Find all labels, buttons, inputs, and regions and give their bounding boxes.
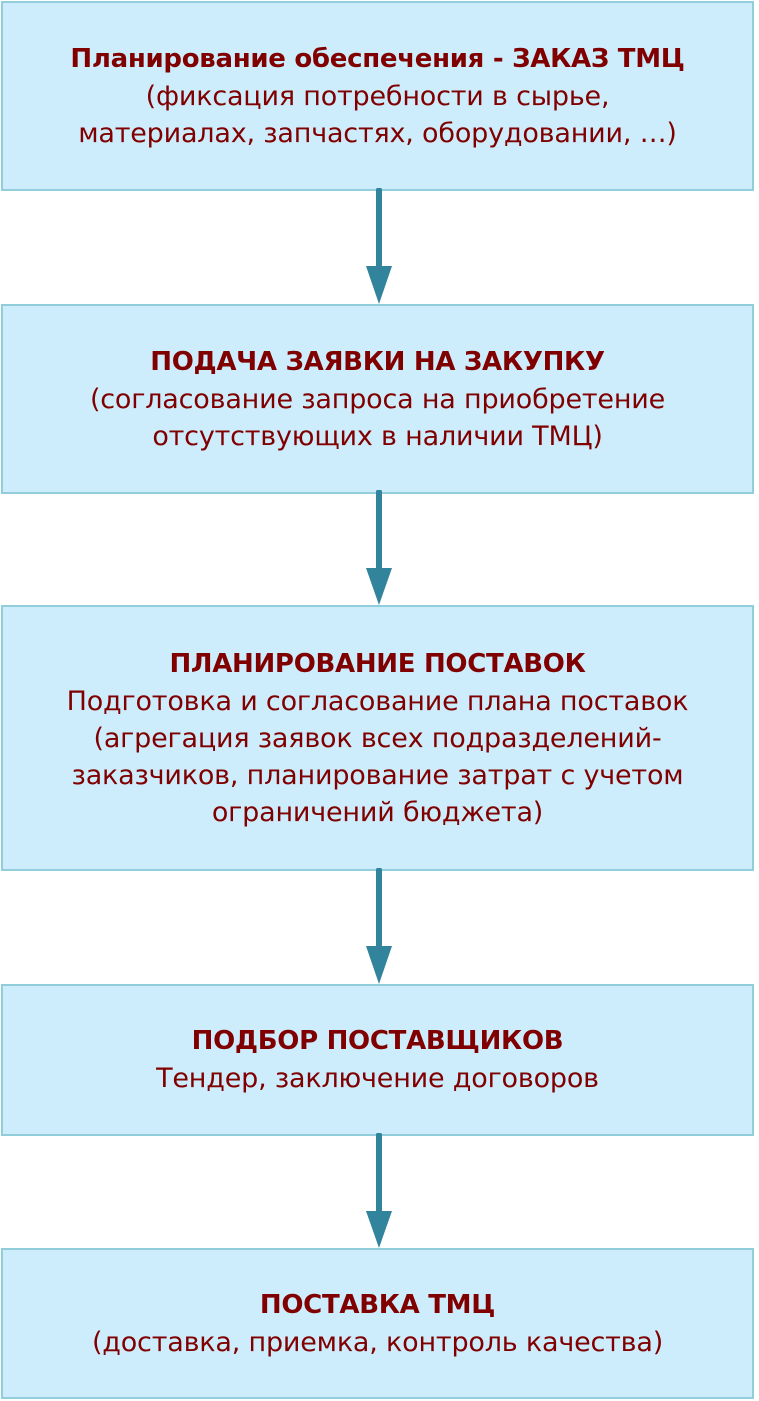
arrow-down-icon: [366, 188, 392, 304]
step-text: заказчиков, планирование затрат с учетом: [71, 759, 684, 791]
step-box-5: ПОСТАВКА ТМЦ (доставка, приемка, контрол…: [1, 1248, 754, 1399]
step-title: Планирование обеспечения - ЗАКАЗ ТМЦ: [70, 43, 685, 74]
arrow-down-icon: [366, 1133, 392, 1248]
step-box-3: ПЛАНИРОВАНИЕ ПОСТАВОК Подготовка и согла…: [1, 605, 754, 871]
step-text: ограничений бюджета): [211, 796, 544, 828]
arrow-down-icon: [366, 490, 392, 605]
step-text: отсутствующих в наличии ТМЦ): [152, 420, 603, 452]
step-box-1: Планирование обеспечения - ЗАКАЗ ТМЦ (фи…: [1, 1, 754, 191]
step-title: ПОСТАВКА ТМЦ: [259, 1289, 496, 1320]
step-text: (агрегация заявок всех подразделений-: [93, 722, 662, 754]
step-title: ПЛАНИРОВАНИЕ ПОСТАВОК: [169, 648, 586, 679]
step-title: ПОДАЧА ЗАЯВКИ НА ЗАКУПКУ: [150, 346, 605, 377]
step-box-4: ПОДБОР ПОСТАВЩИКОВ Тендер, заключение до…: [1, 984, 754, 1136]
step-text: Тендер, заключение договоров: [156, 1063, 599, 1094]
arrow-down-icon: [366, 868, 392, 984]
step-text: материалах, запчастях, оборудовании, …): [78, 117, 677, 149]
step-text: (согласование запроса на приобретение: [89, 383, 666, 415]
step-title: ПОДБОР ПОСТАВЩИКОВ: [191, 1026, 564, 1056]
step-box-2: ПОДАЧА ЗАЯВКИ НА ЗАКУПКУ (согласование з…: [1, 304, 754, 494]
step-text: Подготовка и согласование плана поставок: [66, 685, 689, 717]
step-text: (фиксация потребности в сырье,: [145, 80, 610, 112]
step-text: (доставка, приемка, контроль качества): [91, 1326, 664, 1358]
